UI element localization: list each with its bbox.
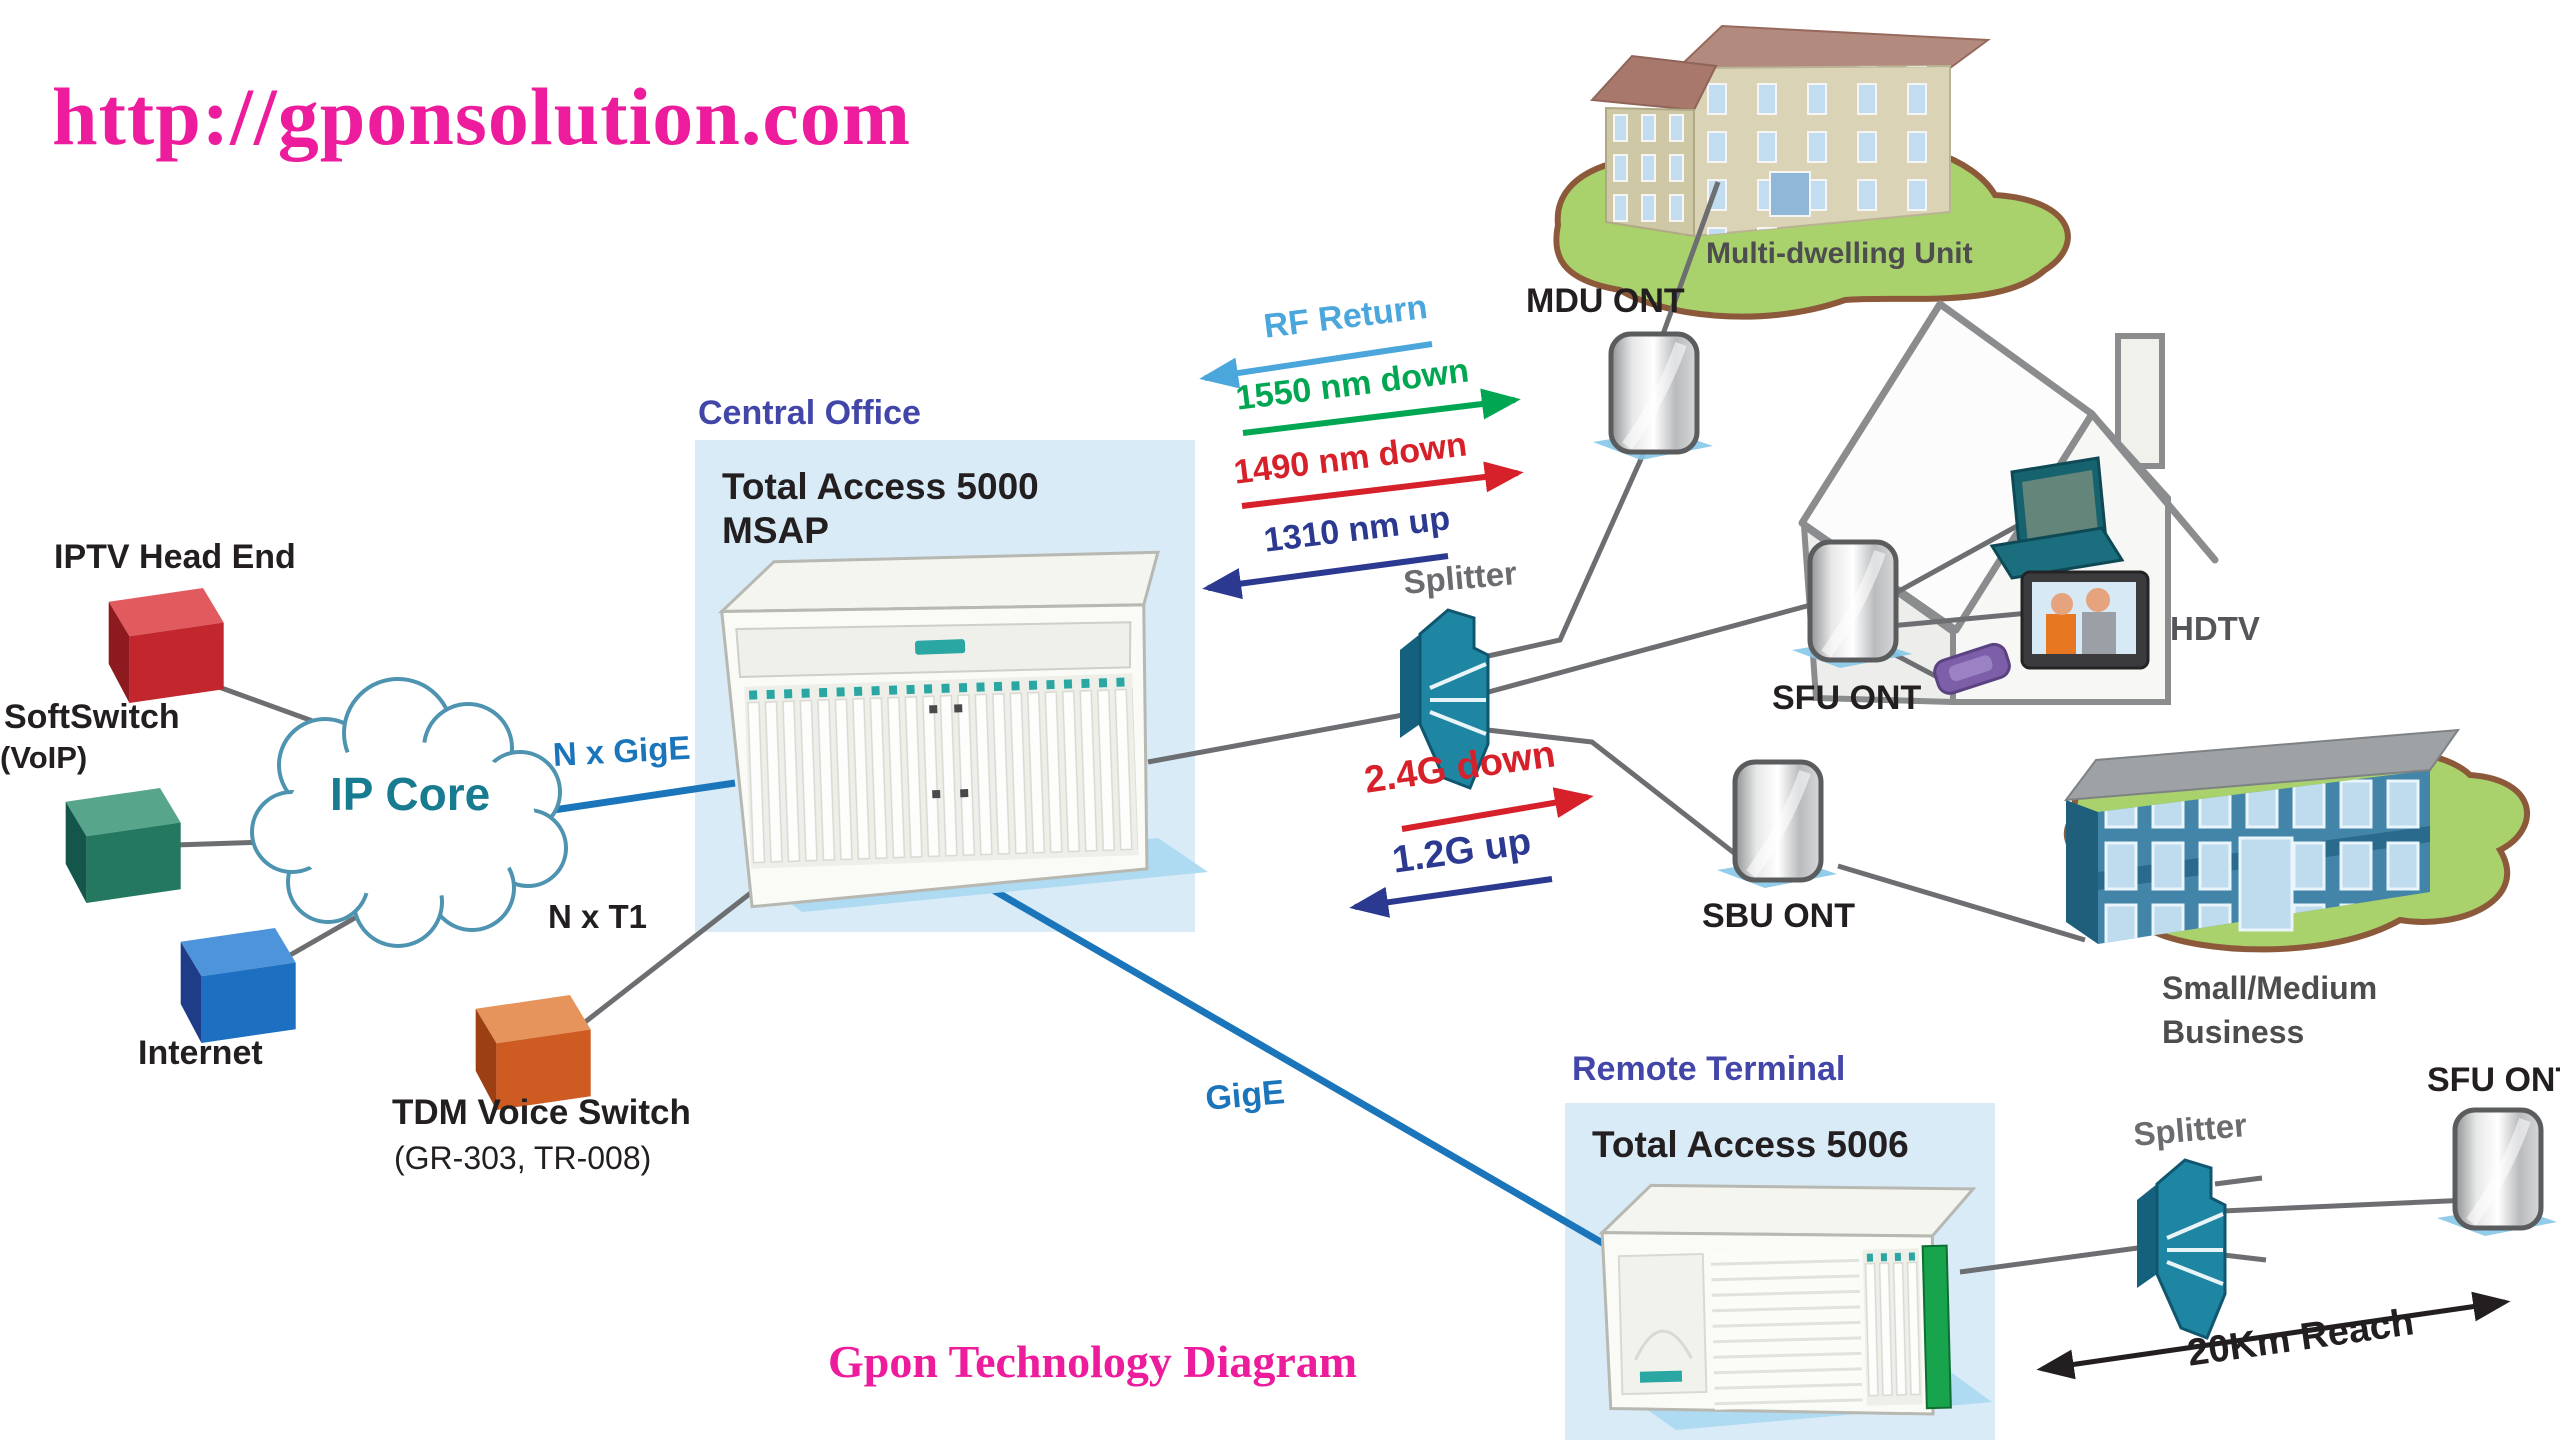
24g-down-arrow	[1401, 787, 1594, 832]
rf-return-arrow	[1199, 341, 1433, 389]
link-mduont-splitter	[1469, 448, 1648, 663]
ip-core-cloud-icon	[250, 677, 568, 948]
total-access-5000-icon	[717, 550, 1208, 912]
sfu-ont-remote-label: SFU ONT	[2427, 1061, 2560, 1099]
n-t1-label: N x T1	[548, 898, 648, 935]
link-mdu-building-ont	[1655, 181, 1721, 349]
softswitch-sub-label: (VoIP)	[0, 740, 88, 775]
link-tdm-chassis	[578, 876, 772, 1028]
iptv-head-end-label: IPTV Head End	[54, 538, 296, 576]
smb-label-line2: Business	[2162, 1014, 2305, 1050]
multi-dwelling-unit-label: Multi-dwelling Unit	[1706, 237, 1973, 270]
1490-down-arrow	[1241, 461, 1524, 509]
sfu-ont-house-icon	[1792, 542, 1912, 668]
mdu-ont-icon	[1593, 334, 1713, 460]
watermark-url: http://gponsolution.com	[52, 71, 912, 162]
softswitch-icon	[65, 788, 181, 903]
link-chassis-remote-terminal	[948, 861, 1620, 1256]
n-gige-label: N x GigE	[551, 728, 692, 773]
tdm-voice-switch-label: TDM Voice Switch	[392, 1093, 691, 1132]
sbu-ont-icon	[1717, 762, 1837, 888]
hdtv-label: HDTV	[2170, 610, 2260, 647]
gige-label: GigE	[1203, 1073, 1287, 1118]
total-access-5000-label: Total Access 5000	[722, 466, 1039, 507]
remote-terminal-label: Remote Terminal	[1572, 1050, 1846, 1088]
smb-label-line1: Small/Medium	[2162, 970, 2378, 1006]
1310-up-arrow	[1202, 553, 1449, 600]
sfu-ont-house-label: SFU ONT	[1772, 679, 1922, 717]
internet-icon	[180, 928, 296, 1043]
central-office-label: Central Office	[698, 394, 921, 432]
diagram-caption: Gpon Technology Diagram	[828, 1336, 1358, 1387]
laptop-icon	[1989, 456, 2125, 580]
iptv-head-end-icon	[108, 588, 224, 703]
annotation-arrows	[1199, 341, 2511, 1380]
sfu-ont-remote-icon	[2437, 1110, 2557, 1236]
ip-core-label: IP Core	[330, 768, 491, 820]
link-splitter-sfu	[1469, 600, 1819, 700]
internet-label: Internet	[138, 1034, 263, 1072]
12g-up-arrow	[1349, 876, 1553, 918]
softswitch-label: SoftSwitch	[4, 698, 180, 736]
1550-down-arrow	[1242, 388, 1521, 436]
multi-dwelling-unit-icon	[1553, 24, 2071, 320]
tdm-voice-switch-icon	[475, 995, 591, 1110]
20km-reach-arrow	[2036, 1291, 2511, 1380]
total-access-5006-label: Total Access 5006	[1592, 1124, 1909, 1165]
link-sfu-tv	[1889, 609, 2041, 629]
small-medium-business-icon	[2063, 728, 2530, 953]
link-splitter2-sfu2	[2199, 1197, 2471, 1215]
mdu-ont-label: MDU ONT	[1526, 282, 1685, 320]
splitter-2-icon	[2135, 1158, 2227, 1340]
tdm-voice-switch-sub-label: (GR-303, TR-008)	[394, 1140, 652, 1176]
link-splitter-sbu	[1469, 725, 1758, 872]
link-chassis-splitter	[1147, 707, 1431, 765]
splitter2-stub-top	[2214, 1175, 2263, 1187]
phone-icon	[1933, 642, 2011, 695]
sbu-ont-label: SBU ONT	[1702, 897, 1855, 935]
msap-label: MSAP	[722, 510, 829, 551]
link-rt-splitter2	[1959, 1244, 2146, 1275]
link-sbu-business	[1837, 863, 2086, 943]
total-access-5006-icon	[1598, 1183, 1992, 1430]
link-sfu-laptop	[1888, 517, 2030, 599]
hdtv-icon	[2020, 570, 2150, 670]
